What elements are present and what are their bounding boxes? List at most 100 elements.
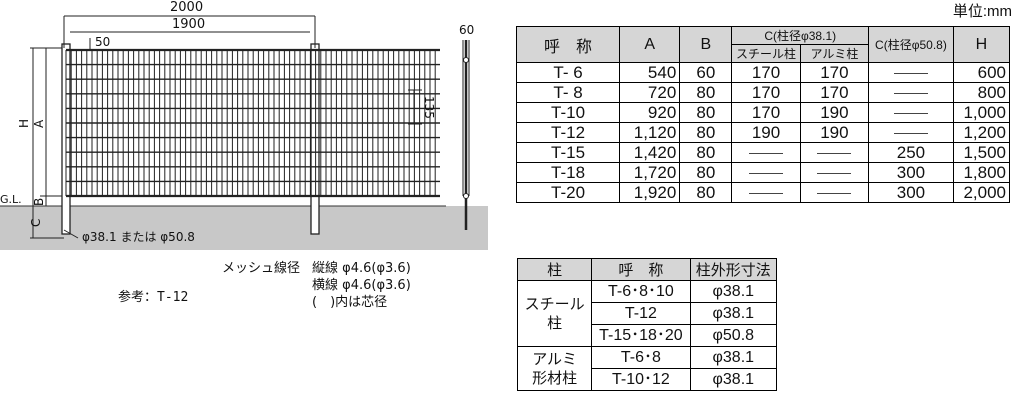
dimension-table: 呼 称 A B C(柱径φ38.1) C(柱径φ50.8) H スチール柱 アル… [515,26,1011,203]
cell-alu [799,142,870,163]
mesh-title: メッシュ線径 [222,261,301,276]
header-h: H [952,26,1011,63]
cell-post-size: φ38.1 [689,302,778,325]
dash-mark [893,72,928,74]
cell-h: 2,000 [952,182,1011,203]
cell-b: 80 [679,82,733,103]
dash-mark [817,192,852,194]
ground-section [0,206,446,250]
cell-a: 540 [619,62,681,83]
cell-name: T-18 [515,162,621,183]
post-type-line2: 形材柱 [532,369,578,387]
header-post: 柱 [516,258,593,281]
header-post-name: 呼 称 [591,258,691,281]
dash-mark [749,152,784,154]
cell-c-large [868,82,954,103]
mesh-vertical: 縦線 φ4.6(φ3.6) [312,261,411,276]
cell-h: 1,200 [952,122,1011,143]
cell-steel: 170 [731,62,801,83]
cell-h: 800 [952,82,1011,103]
cell-alu: 170 [799,62,870,83]
dim-b-label: B [32,198,46,206]
cell-post-size: φ38.1 [689,368,778,391]
reference-label: 参考：T-12 [118,290,189,305]
dash-mark [817,172,852,174]
unit-label: 単位:mm [952,3,1012,20]
mesh-horizontal: 横線 φ4.6(φ3.6) [312,278,411,293]
cell-h: 1,000 [952,102,1011,123]
cell-post-name: T-15･18･20 [591,324,691,347]
cell-alu [799,182,870,203]
mesh-panel [65,48,440,198]
cell-a: 1,920 [619,182,681,203]
cell-c-large [868,62,954,83]
dim-c-label: C [29,219,43,227]
dim-a-label: A [32,119,46,128]
cell-a: 1,720 [619,162,681,183]
cell-steel: 190 [731,122,801,143]
cell-name: T-10 [515,102,621,123]
header-name: 呼 称 [515,26,621,63]
cell-post-name: T-6･8 [591,346,691,369]
cell-c-large [868,122,954,143]
cell-post-type: アルミ形材柱 [516,346,593,391]
cell-a: 920 [619,102,681,123]
thickness-label: 60 [459,23,474,37]
cell-steel: 170 [731,82,801,103]
dash-mark [893,132,928,134]
header-a: A [619,26,681,63]
header-steel: スチール柱 [731,44,801,63]
cell-name: T-20 [515,182,621,203]
cell-a: 1,420 [619,142,681,163]
offset-label: 50 [95,35,110,49]
header-post-size: 柱外形寸法 [689,258,778,281]
cell-post-type: スチール柱 [516,280,593,347]
cell-c-large [868,102,954,123]
cell-steel [731,142,801,163]
cell-post-name: T-12 [591,302,691,325]
dash-mark [817,152,852,154]
pitch-label: 135 [422,96,436,119]
header-alu: アルミ柱 [799,44,870,63]
cell-h: 1,800 [952,162,1011,183]
dash-mark [893,112,928,114]
dash-mark [749,172,784,174]
header-c-large: C(柱径φ50.8) [868,26,954,63]
header-b: B [679,26,733,63]
cell-steel: 170 [731,102,801,123]
post-type-line1: スチール [524,295,585,313]
middle-post [310,43,320,235]
width-total-label: 2000 [170,0,203,15]
cell-b: 80 [679,142,733,163]
cell-alu [799,162,870,183]
cell-b: 80 [679,122,733,143]
cell-name: T-15 [515,142,621,163]
cell-a: 1,120 [619,122,681,143]
cell-c-large: 250 [868,142,954,163]
dash-mark [893,92,928,94]
cell-b: 80 [679,102,733,123]
cell-name: T-12 [515,122,621,143]
dash-mark [749,192,784,194]
cell-steel [731,182,801,203]
post-type-line2: 柱 [547,314,563,332]
cell-alu: 190 [799,122,870,143]
post-type-line1: アルミ [532,350,578,368]
cell-b: 80 [679,182,733,203]
cell-post-size: φ50.8 [689,324,778,347]
cell-post-size: φ38.1 [689,346,778,369]
cell-post-name: T-10･12 [591,368,691,391]
cell-a: 720 [619,82,681,103]
cell-alu: 170 [799,82,870,103]
cell-h: 600 [952,62,1011,83]
cell-name: T- 6 [515,62,621,83]
